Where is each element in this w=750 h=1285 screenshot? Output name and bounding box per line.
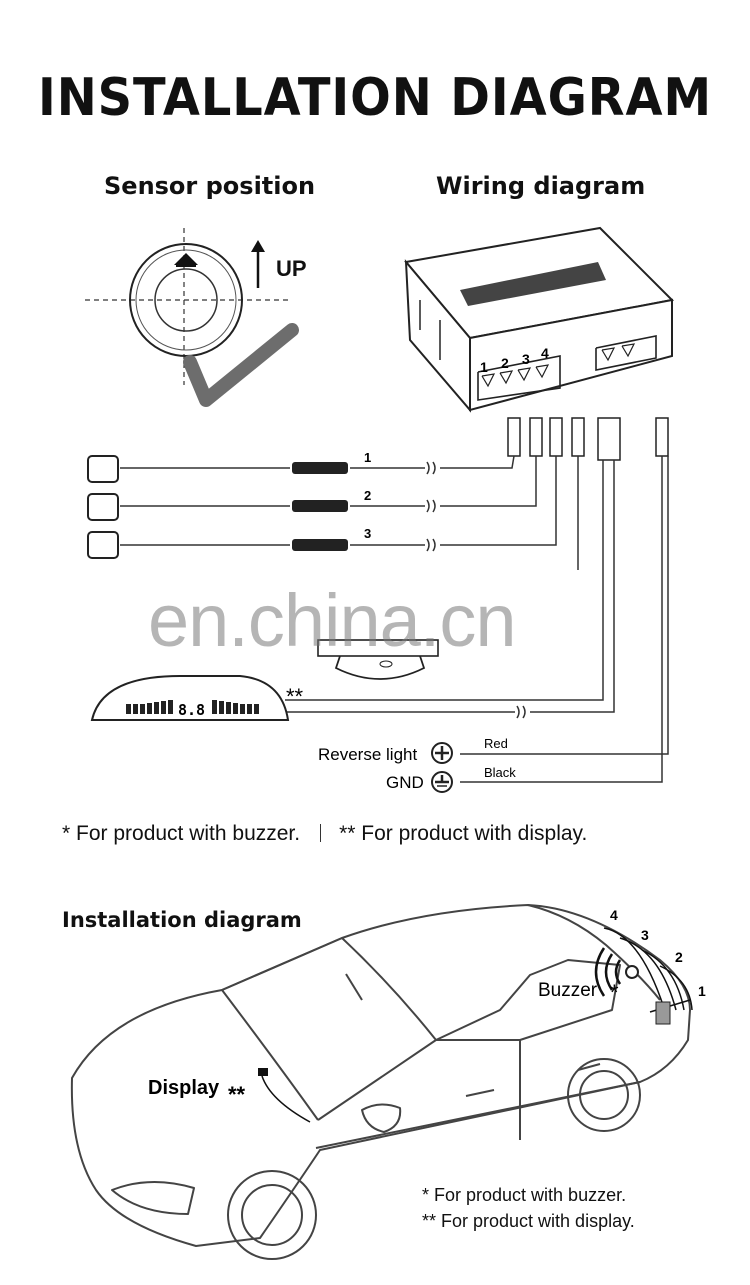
display-note: ** For product with display. [339, 822, 588, 845]
sensor-number: 2 [675, 949, 683, 965]
footnote-buzzer: * For product with buzzer. [422, 1185, 627, 1205]
port-number: 4 [541, 345, 549, 361]
note-separator [320, 824, 322, 842]
control-box [404, 226, 675, 413]
up-triangle-icon [174, 253, 198, 265]
display-marker: ** [228, 1082, 246, 1107]
buzzer-icon [594, 947, 639, 997]
sensor-position-title: Sensor position [104, 172, 316, 200]
footnote-display: ** For product with display. [422, 1211, 635, 1231]
wire-label: 3 [364, 526, 371, 541]
black-wire-label: Black [484, 765, 516, 780]
sensor-heads [87, 455, 119, 559]
display-unit [90, 675, 290, 721]
wiring-diagram-graphic: 1 2 3 4 [85, 226, 675, 793]
ground-terminal-icon [431, 771, 453, 793]
product-note: * For product with buzzer. ** For product… [62, 822, 587, 846]
checkmark-icon [183, 323, 299, 407]
sensor-number: 1 [698, 983, 706, 999]
display-digits: 8.8 [178, 701, 205, 719]
sensor-wires [120, 455, 669, 783]
wire-label: 1 [364, 450, 371, 465]
reverse-light-label: Reverse light [318, 745, 417, 764]
watermark: en.china.cn [148, 579, 516, 662]
red-wire-label: Red [484, 736, 508, 751]
wiring-diagram-title: Wiring diagram [436, 172, 646, 200]
sensor-position-figure [85, 228, 299, 407]
up-label: UP [276, 256, 307, 281]
port-number: 1 [480, 359, 488, 375]
buzzer [317, 639, 439, 680]
port-number: 3 [522, 351, 530, 367]
display-icon [258, 1068, 268, 1076]
port-number: 2 [501, 355, 509, 371]
wire-label: 2 [364, 488, 371, 503]
gnd-label: GND [386, 773, 424, 792]
connector-plugs [507, 417, 669, 461]
display-label: Display [148, 1077, 220, 1099]
control-box-icon [655, 1001, 671, 1025]
sensor-number: 4 [610, 907, 618, 923]
sensor-number: 3 [641, 927, 649, 943]
buzzer-marker: * [610, 980, 619, 1005]
buzzer-note: * For product with buzzer. [62, 822, 301, 845]
plus-terminal-icon [431, 742, 453, 764]
buzzer-label: Buzzer [538, 980, 598, 1001]
installation-diagram-title: Installation diagram [62, 908, 302, 932]
display-marker: ** [286, 684, 304, 709]
page-title: INSTALLATION DIAGRAM [38, 68, 712, 128]
